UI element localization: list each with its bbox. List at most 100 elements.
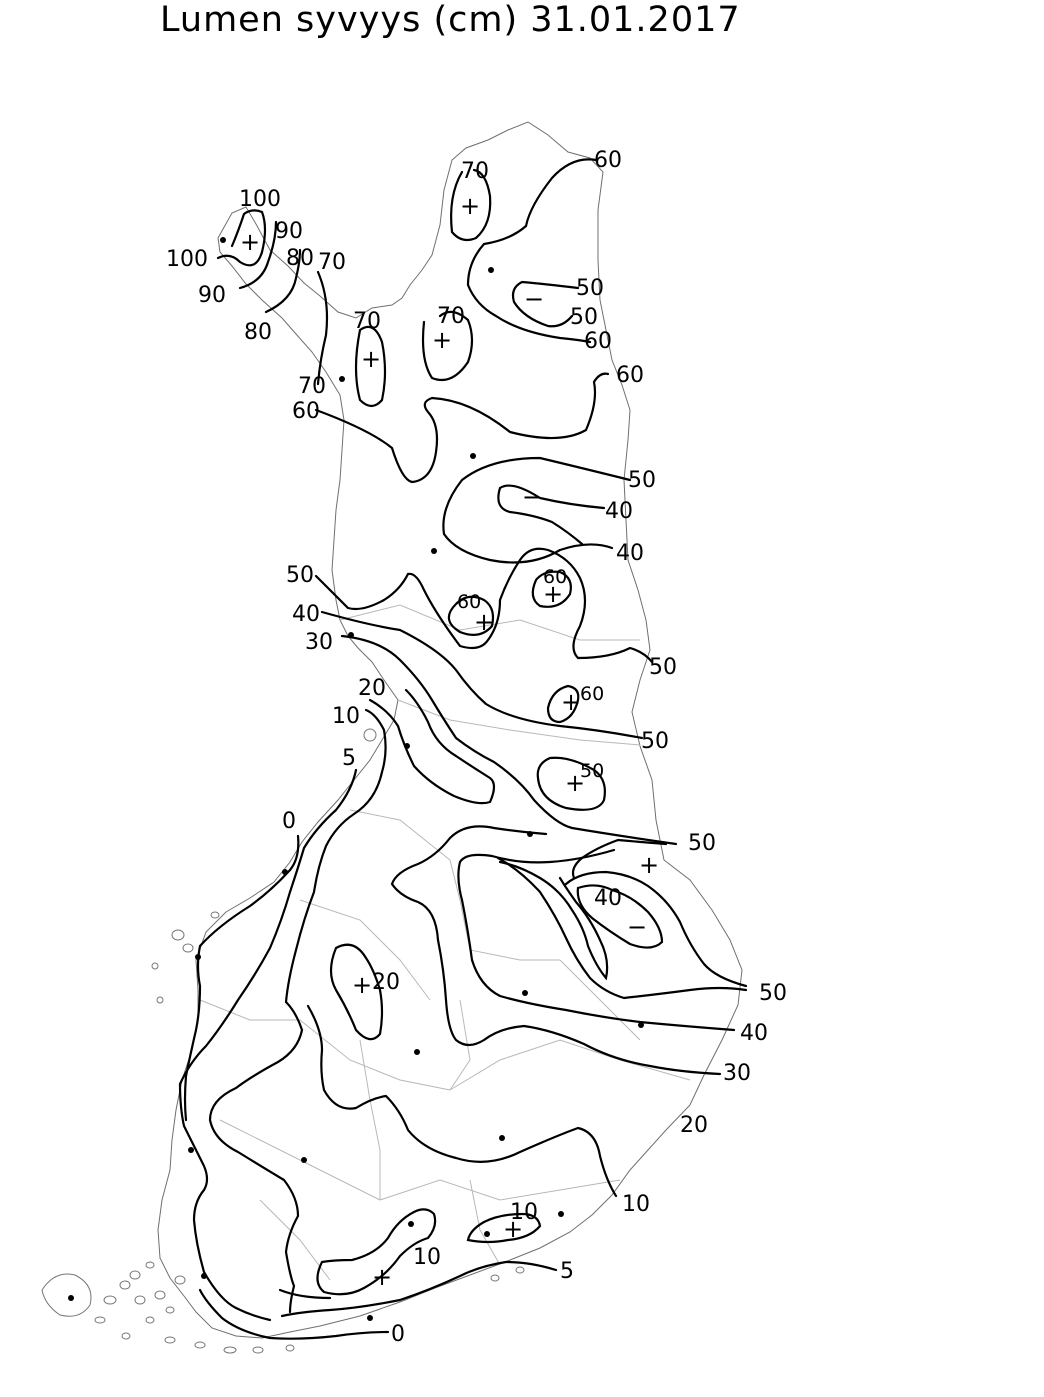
isoline-label: 40 — [740, 1021, 768, 1046]
min-marker: − — [627, 913, 647, 941]
isoline-60-north — [466, 158, 598, 344]
isoline-label: 60 — [457, 591, 481, 613]
isoline-label: 40 — [594, 886, 622, 911]
max-marker: + — [432, 326, 452, 354]
isoline-label: 30 — [305, 630, 333, 655]
isoline-5-south — [280, 1260, 558, 1318]
isoline-label: 10 — [510, 1200, 538, 1225]
isoline-label: 20 — [680, 1113, 708, 1138]
isoline-50-central — [496, 856, 748, 1000]
min-marker: − — [524, 285, 544, 313]
isoline-50-east — [314, 547, 654, 664]
isoline-label: 70 — [298, 374, 326, 399]
isolines — [178, 158, 748, 1340]
isoline-label: 60 — [292, 399, 320, 424]
max-marker: + — [503, 1215, 523, 1243]
isoline-10-south — [278, 1288, 332, 1300]
max-marker: + — [561, 688, 581, 716]
isoline-40-min-loop — [498, 860, 609, 981]
isoline-label: 50 — [688, 831, 716, 856]
isoline-50-min-north — [511, 280, 580, 328]
isoline-10-south-max — [316, 1208, 437, 1296]
max-marker: + — [372, 1263, 392, 1291]
isoline-60-max-a — [447, 595, 495, 637]
station-dots — [68, 237, 644, 1321]
isoline-label: 70 — [353, 309, 381, 334]
isoline-label: 0 — [282, 809, 296, 834]
isoline-70-north — [450, 168, 492, 242]
isoline-40-west — [320, 610, 644, 740]
isoline-30 — [340, 634, 678, 846]
isoline-60-arm — [314, 372, 610, 484]
isoline-label: 40 — [605, 499, 633, 524]
isoline-label: 60 — [584, 329, 612, 354]
isoline-60-max-c — [546, 684, 580, 724]
max-marker: + — [240, 228, 260, 256]
country-border — [157, 121, 743, 1339]
isoline-label: 20 — [372, 970, 400, 995]
isoline-20-max — [329, 943, 384, 1041]
max-marker: + — [460, 192, 480, 220]
isoline-60-max-b — [531, 570, 572, 608]
map-title: Lumen syvyys (cm) 31.01.2017 — [160, 0, 741, 40]
isoline-label: 20 — [358, 676, 386, 701]
isoline-label: 50 — [580, 760, 604, 782]
extremum-markers: + + − + + − + + + + + − + + + — [240, 192, 659, 1291]
isoline-5-north — [178, 768, 358, 1322]
isoline-10-south-east — [466, 1212, 542, 1244]
islands — [41, 728, 525, 1354]
isoline-90 — [238, 220, 278, 290]
isoline-label: 80 — [244, 320, 272, 345]
isoline-label: 40 — [292, 602, 320, 627]
isoline-70-mid — [421, 310, 474, 382]
isoline-labels: 100 100 90 90 80 80 70 70 70 70 70 60 60… — [166, 148, 787, 1347]
isoline-0-south — [198, 1288, 390, 1340]
isoline-40-min-east — [576, 884, 664, 949]
max-marker: + — [565, 769, 585, 797]
isoline-20-central — [306, 1004, 618, 1198]
isoline-label: 50 — [759, 981, 787, 1006]
max-marker: + — [474, 608, 494, 636]
isoline-label: 50 — [286, 563, 314, 588]
isoline-50-mid — [442, 456, 632, 564]
isoline-50-min-east — [564, 870, 748, 988]
isoline-label: 60 — [616, 363, 644, 388]
isoline-label: 60 — [594, 148, 622, 173]
isoline-label: 60 — [580, 683, 604, 705]
isoline-label: 50 — [570, 305, 598, 330]
isoline-80 — [264, 248, 302, 314]
isoline-label: 70 — [461, 159, 489, 184]
isoline-70-west — [354, 325, 387, 408]
max-marker: + — [543, 580, 563, 608]
isoline-label: 0 — [391, 1322, 405, 1347]
isoline-label: 70 — [318, 250, 346, 275]
isoline-label: 90 — [198, 283, 226, 308]
isoline-40-min — [497, 484, 606, 546]
isoline-label: 5 — [342, 746, 356, 771]
isoline-label: 80 — [286, 246, 314, 271]
isoline-label: 40 — [616, 541, 644, 566]
max-marker: + — [639, 851, 659, 879]
isoline-label: 10 — [413, 1245, 441, 1270]
isoline-label: 50 — [641, 729, 669, 754]
isoline-label: 70 — [437, 304, 465, 329]
isoline-label: 100 — [239, 187, 281, 212]
isoline-0-north — [183, 834, 300, 1122]
isoline-50-east-lower — [571, 838, 668, 880]
isoline-label: 30 — [723, 1061, 751, 1086]
isoline-50-max-d — [536, 756, 606, 811]
isoline-10-north — [208, 708, 387, 1314]
isoline-label: 10 — [622, 1192, 650, 1217]
isoline-label: 90 — [275, 219, 303, 244]
isoline-30-central — [390, 825, 722, 1076]
isoline-label: 5 — [560, 1259, 574, 1284]
isoline-100-closed — [216, 209, 267, 267]
isoline-70-arm — [316, 270, 329, 386]
isoline-label: 50 — [576, 276, 604, 301]
isoline-label: 10 — [332, 704, 360, 729]
region-borders — [199, 604, 691, 1281]
isoline-20-north — [368, 688, 496, 805]
isoline-label: 50 — [649, 655, 677, 680]
min-marker: − — [522, 483, 542, 511]
